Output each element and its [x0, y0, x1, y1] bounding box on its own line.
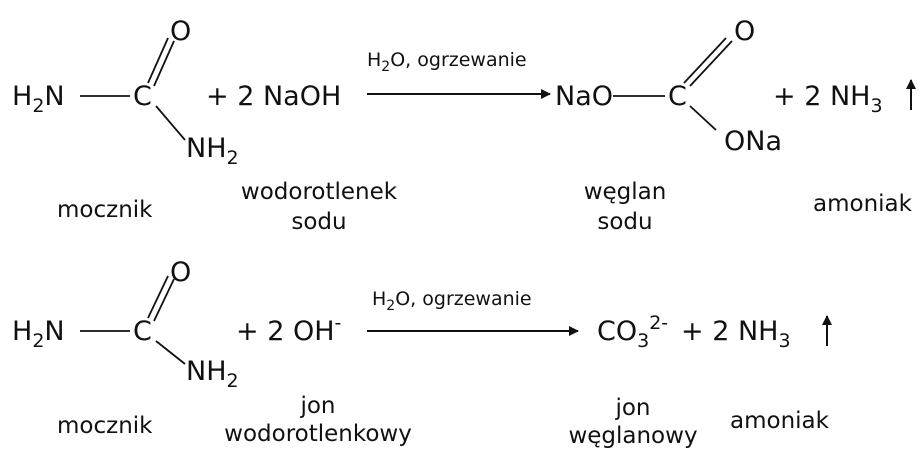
carbonate-ion-caption-line2: węglanowy: [568, 423, 697, 449]
urea-double-bond-a: [147, 275, 169, 319]
ona-group-label: ONa: [724, 126, 782, 157]
carbonate-ion-caption-line1: jon: [614, 395, 650, 421]
carbonate-oxygen-label: O: [734, 16, 755, 47]
urea-double-bond-b: [153, 40, 175, 87]
urea-caption: mocznik: [57, 197, 153, 223]
carbonate-carbon-label: C: [668, 81, 687, 112]
urea-h2n-label: H2N: [12, 316, 65, 352]
reaction-condition-2: H2O, ogrzewanie: [372, 288, 532, 314]
carbonate-double-bond-a: [683, 37, 727, 84]
urea-c-nh2-bond: [155, 105, 186, 141]
hydroxide-caption-line2: wodorotlenkowy: [224, 421, 412, 447]
hydroxide-caption-line1: jon: [299, 393, 335, 419]
carbonate-caption-line2: sodu: [597, 209, 652, 235]
plus-naoh: + 2 NaOH: [206, 81, 341, 112]
urea-carbon-label: C: [133, 81, 152, 112]
urea-carbon-label: C: [133, 316, 152, 347]
ammonia-caption-2: amoniak: [730, 408, 830, 434]
naoh-caption-line1: wodorotlenek: [241, 179, 398, 205]
carbonate-caption-line1: węglan: [584, 179, 667, 205]
ammonia-caption-1: amoniak: [813, 191, 913, 217]
plus-ammonia-2: + 2 NH3: [681, 316, 791, 352]
urea-c-nh2-bond: [155, 340, 186, 365]
reaction-condition-1: H2O, ogrzewanie: [367, 49, 527, 75]
nao-group-label: NaO: [555, 81, 613, 112]
naoh-caption-line2: sodu: [291, 209, 346, 235]
reaction-1: O H2N C NH2 mocznik + 2 NaOH wodorotlene…: [12, 16, 916, 235]
carbonate-ion-formula: CO32-: [597, 312, 668, 352]
urea-nh2-label: NH2: [186, 356, 239, 392]
urea-h2n-label: H2N: [12, 81, 65, 117]
c-ona-bond: [689, 105, 717, 131]
urea-caption: mocznik: [57, 413, 153, 439]
urea-double-bond-b: [153, 278, 175, 322]
sodium-carbonate-structure: NaO C O ONa węglan sodu: [555, 16, 782, 235]
urea-double-bond-a: [147, 37, 169, 84]
plus-hydroxide: + 2 OH-: [236, 312, 341, 347]
plus-ammonia-1: + 2 NH3: [773, 81, 883, 117]
carbonate-double-bond-b: [689, 40, 733, 87]
urea-structure-2: O H2N C NH2 mocznik: [12, 257, 239, 439]
urea-structure-1: O H2N C NH2 mocznik: [12, 16, 239, 223]
urea-oxygen-label: O: [170, 257, 191, 288]
urea-nh2-label: NH2: [186, 133, 239, 169]
reaction-2: O H2N C NH2 mocznik + 2 OH- jon wodorotl…: [12, 257, 832, 449]
urea-oxygen-label: O: [170, 16, 191, 47]
